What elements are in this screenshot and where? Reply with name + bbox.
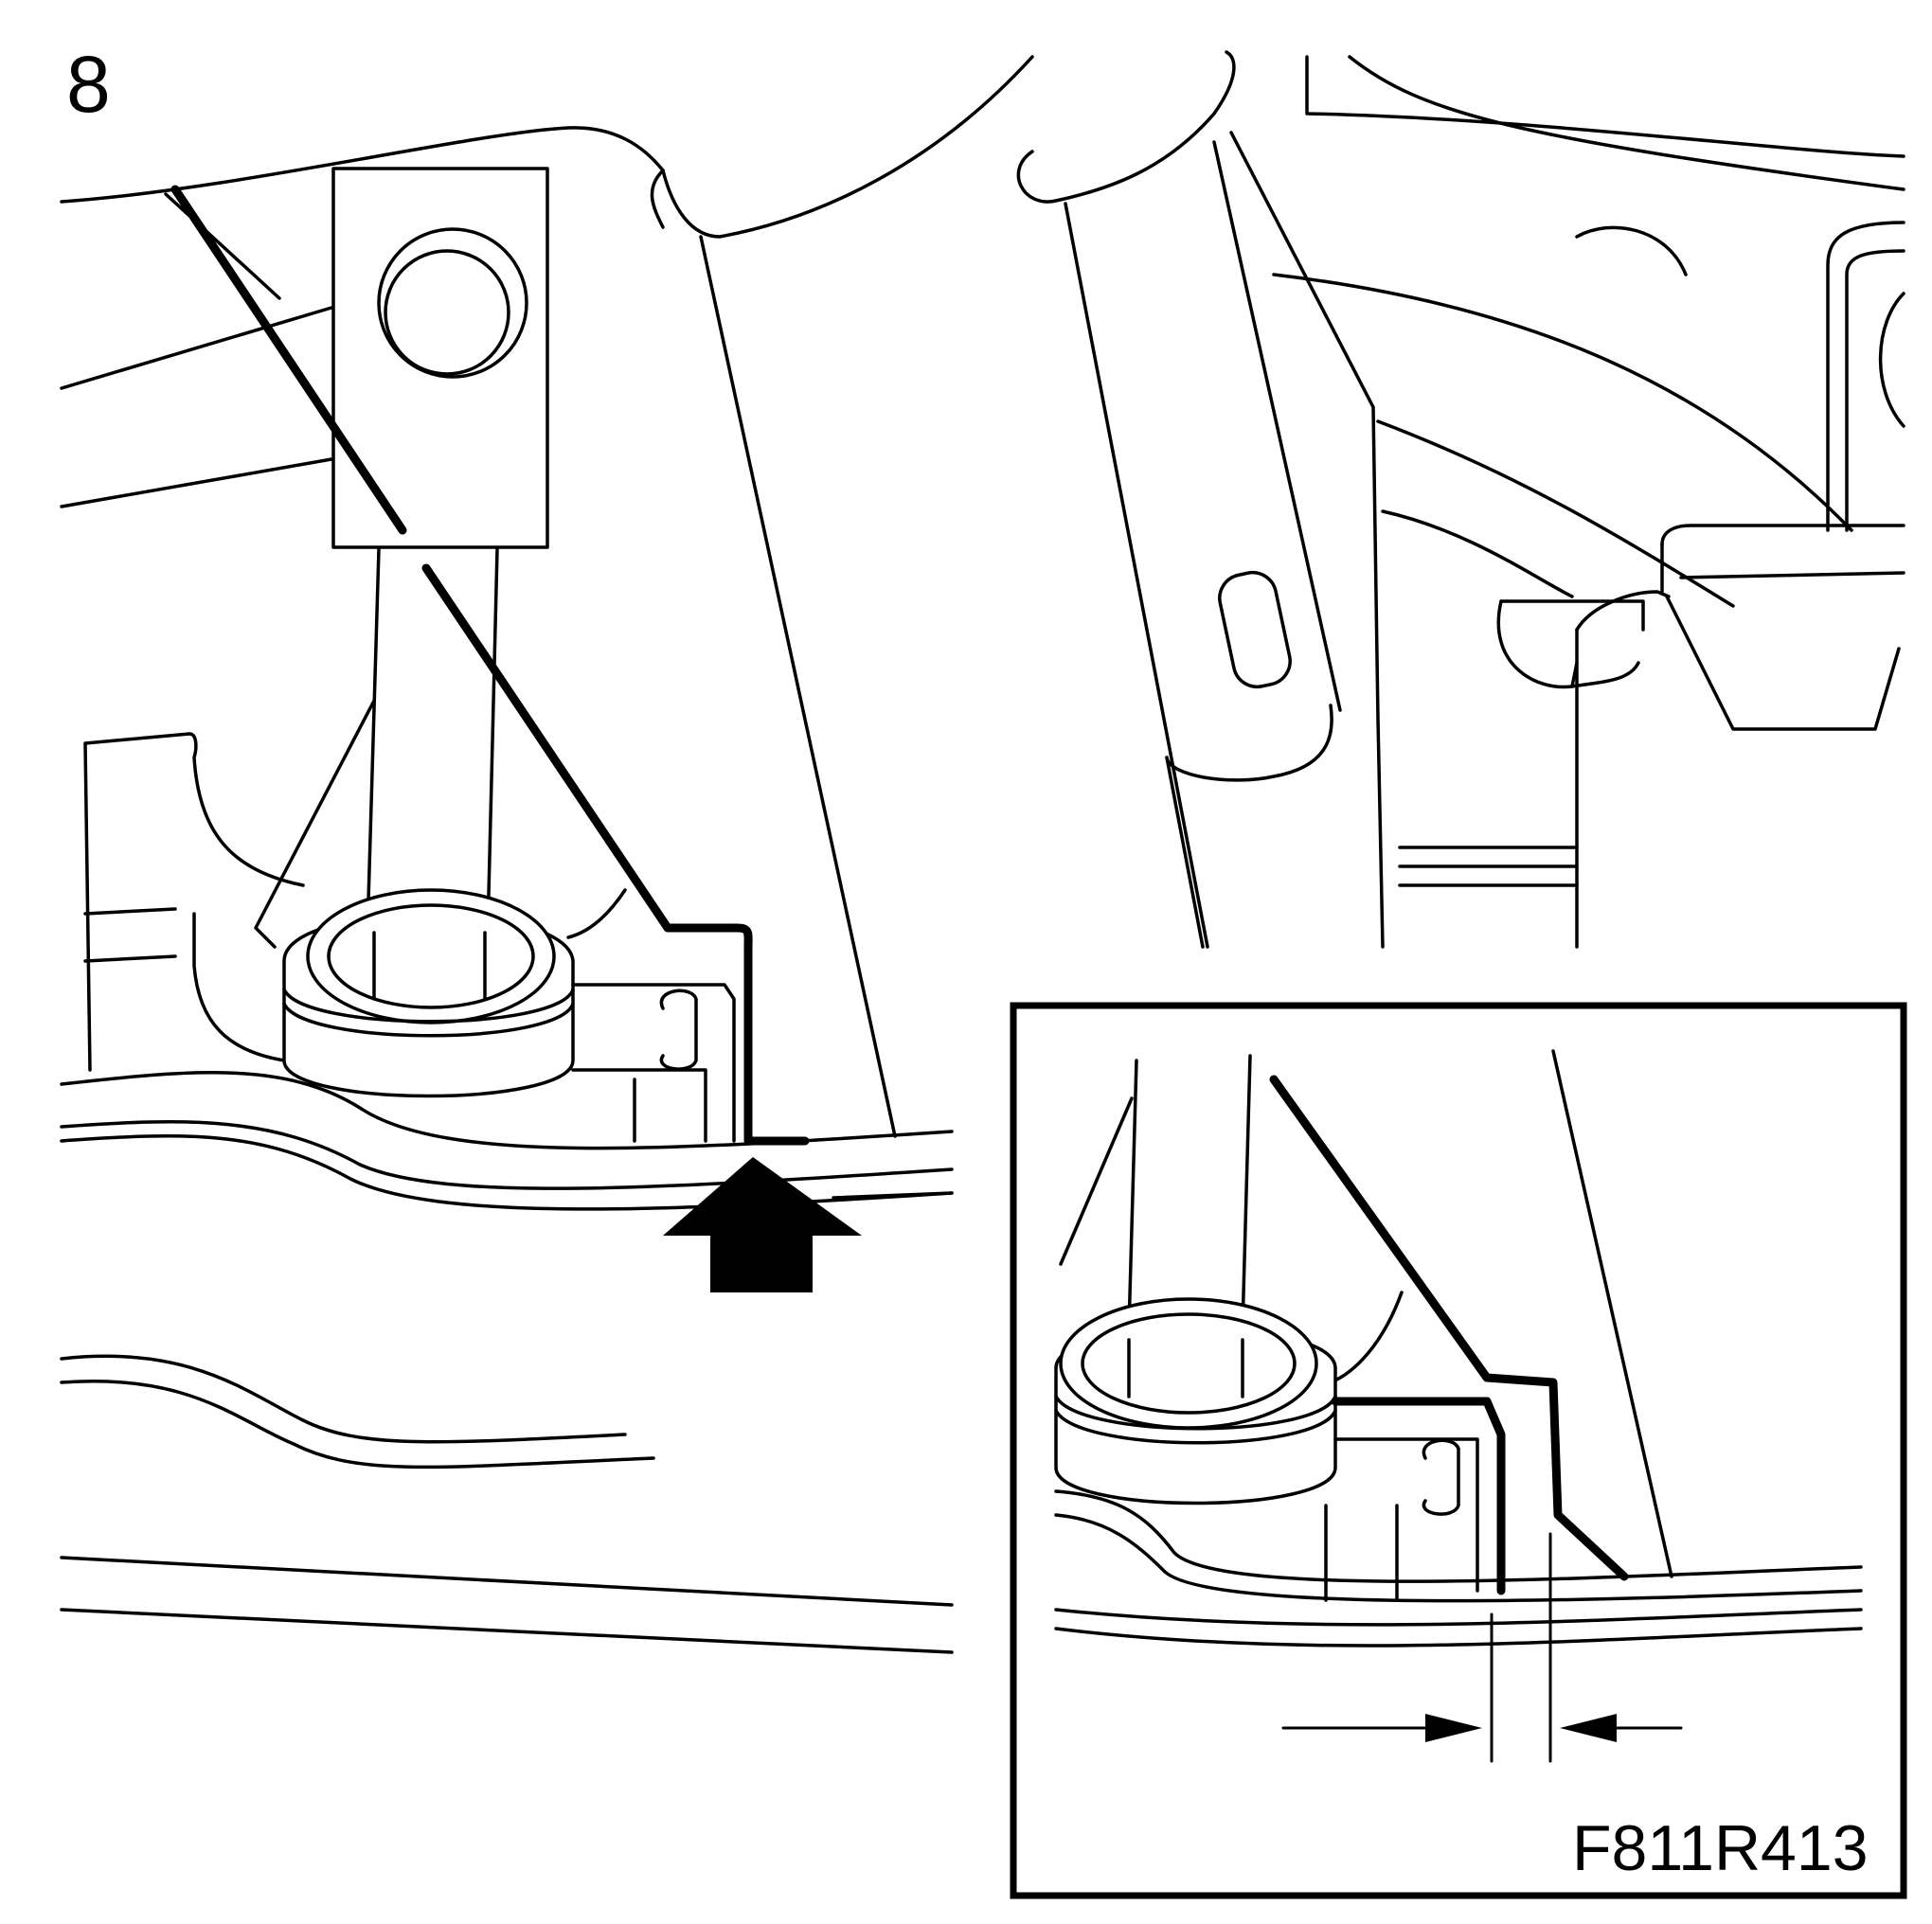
cable-upper xyxy=(170,185,407,535)
arc-1 xyxy=(1272,273,1853,532)
right-panel-arc xyxy=(1878,292,1905,428)
knob-top xyxy=(1499,599,1645,632)
floor-line-2 xyxy=(60,1120,954,1190)
inset-cable xyxy=(1269,1075,1629,1581)
inset-floor-4 xyxy=(1054,1627,1863,1648)
inset-floor-2 xyxy=(1054,1513,1863,1603)
latch-line xyxy=(1679,571,1905,579)
seal-band-2 xyxy=(282,1002,575,1038)
left-bracket-line-1 xyxy=(83,907,177,916)
tube-band xyxy=(1165,704,1333,782)
boot-left-edge xyxy=(254,699,376,949)
bottom-rail-2 xyxy=(60,1608,954,1654)
step-number: 8 xyxy=(66,40,111,129)
right-panel-inner xyxy=(1845,249,1905,532)
pipe-joint xyxy=(650,169,665,229)
shaft-right-edge xyxy=(486,547,499,935)
inset-seal-inner xyxy=(1081,1312,1297,1415)
inset-floor-3 xyxy=(1054,1608,1863,1627)
floor-line-1 xyxy=(60,1071,954,1150)
bottom-rail-1 xyxy=(60,1556,954,1607)
seal-inner-rim xyxy=(327,903,535,1009)
right-panel-edge xyxy=(1826,221,1905,532)
inset-boot-right xyxy=(1329,1291,1404,1384)
tube-slot xyxy=(1218,570,1292,689)
inset-boot-left xyxy=(1059,1096,1134,1266)
tube-right-edge xyxy=(1212,140,1342,712)
left-bracket-line-2 xyxy=(83,954,177,963)
tube-left-edge xyxy=(1064,202,1209,949)
seal-band-1 xyxy=(282,988,575,1024)
inset-retaining-clip xyxy=(1422,1438,1460,1516)
left-bracket-curve xyxy=(192,912,286,1062)
shaft-left-edge xyxy=(366,547,381,935)
right-background xyxy=(1016,50,1905,949)
upper-housing-curve xyxy=(1348,55,1905,191)
tube-band-left xyxy=(1165,756,1205,949)
floor-line-3 xyxy=(60,1134,954,1211)
inset-housing-inner xyxy=(1333,1437,1479,1593)
cable-lower xyxy=(421,563,810,1146)
housing-nub xyxy=(1575,225,1688,276)
left-bracket-outline xyxy=(83,732,305,1072)
retaining-clip xyxy=(659,989,698,1071)
vertical-member-edge xyxy=(699,235,897,1138)
tube-far-edge xyxy=(1229,131,1385,949)
inset-seal-band-1 xyxy=(1054,1395,1337,1431)
clip-housing-outer xyxy=(571,983,736,1143)
lower-wave-1 xyxy=(60,1354,627,1444)
latch-body xyxy=(1665,595,1901,731)
bolt-head-inner xyxy=(384,249,510,376)
knob-outline xyxy=(1496,599,1579,689)
background-line-2 xyxy=(60,457,333,508)
boot-right-edge xyxy=(566,888,627,939)
inset-detail: F811R413 xyxy=(1010,1002,1907,1899)
inset-housing-bold xyxy=(1331,1397,1506,1595)
pipe-upper xyxy=(661,55,1034,239)
knob-bottom xyxy=(1570,661,1640,688)
background-line-1 xyxy=(60,306,333,390)
main-view xyxy=(60,55,1034,1654)
reference-code: F811R413 xyxy=(1572,1812,1869,1884)
arc-3 xyxy=(1381,509,1574,598)
top-beam-edge xyxy=(60,126,665,204)
tube-elbow xyxy=(1016,50,1236,204)
latch-top xyxy=(1660,524,1905,546)
clip-housing-inner xyxy=(571,1068,707,1143)
inset-member-edge xyxy=(1551,1049,1673,1578)
up-arrow-icon xyxy=(663,1157,862,1292)
inset-floor-1 xyxy=(1054,1489,1863,1583)
floor-line-4 xyxy=(832,1191,954,1200)
left-arrow-icon xyxy=(1560,1714,1617,1742)
background-line-3 xyxy=(164,192,281,300)
right-arrow-icon xyxy=(1425,1714,1482,1742)
latch-link xyxy=(1575,590,1671,632)
lower-wave-2 xyxy=(60,1380,655,1470)
upper-housing-edge xyxy=(1305,55,1905,158)
inset-seal-band-2 xyxy=(1054,1409,1337,1445)
